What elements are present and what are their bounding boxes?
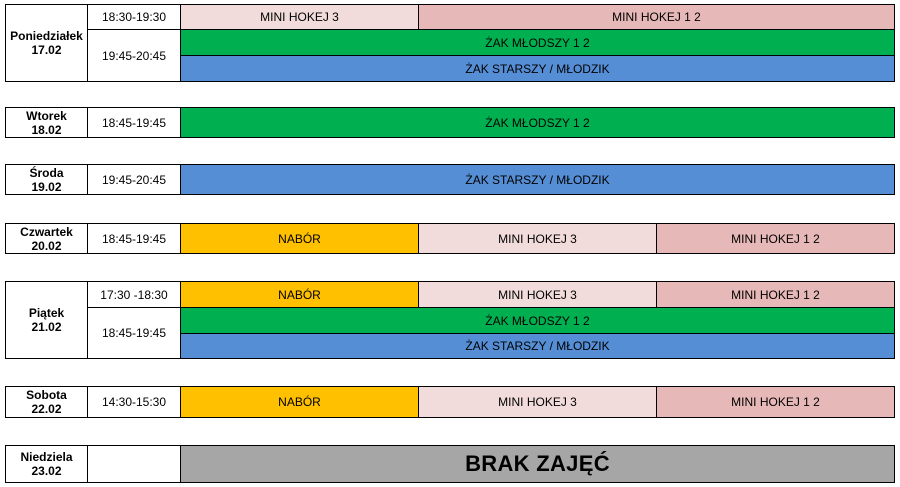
day-label: Wtorek 18.02 (5, 107, 88, 138)
time-slot: 17:30 -18:30 (87, 281, 181, 308)
day-label: Poniedziałek 17.02 (5, 4, 88, 82)
group-nabor: NABÓR (180, 281, 419, 308)
group-zak-mlodszy: ŻAK MŁODSZY 1 2 (180, 307, 895, 334)
group-mini-hokej-1-2: MINI HOKEJ 1 2 (656, 223, 895, 254)
group-zak-starszy: ŻAK STARSZY / MŁODZIK (180, 333, 895, 359)
day-date: 23.02 (31, 464, 62, 478)
group-zak-mlodszy: ŻAK MŁODSZY 1 2 (180, 29, 895, 56)
group-mini-hokej-3: MINI HOKEJ 3 (418, 223, 657, 254)
group-mini-hokej-1-2: MINI HOKEJ 1 2 (656, 386, 895, 418)
time-slot: 18:45-19:45 (87, 107, 181, 138)
day-name: Wtorek (26, 108, 67, 123)
day-label: Piątek 21.02 (5, 281, 88, 359)
day-date: 17.02 (31, 43, 62, 57)
schedule-tuesday: Wtorek 18.02 18:45-19:45 ŻAK MŁODSZY 1 2 (5, 107, 895, 138)
day-label: Niedziela 23.02 (5, 445, 88, 483)
time-slot: 19:45-20:45 (87, 29, 181, 82)
schedule-sunday: Niedziela 23.02 BRAK ZAJĘĆ (5, 445, 895, 483)
day-date: 19.02 (31, 179, 62, 194)
group-nabor: NABÓR (180, 386, 419, 418)
day-date: 22.02 (31, 402, 62, 416)
time-slot: 18:45-19:45 (87, 223, 181, 254)
group-zak-starszy: ŻAK STARSZY / MŁODZIK (180, 164, 895, 195)
group-mini-hokej-3: MINI HOKEJ 3 (418, 386, 657, 418)
day-name: Poniedziałek (10, 29, 83, 43)
day-date: 18.02 (31, 122, 62, 137)
day-date: 20.02 (31, 238, 62, 253)
day-name: Piątek (28, 306, 65, 320)
time-slot: 18:30-19:30 (87, 4, 181, 30)
group-nabor: NABÓR (180, 223, 419, 254)
time-slot: 19:45-20:45 (87, 164, 181, 195)
day-name: Czwartek (20, 224, 73, 239)
group-zak-starszy: ŻAK STARSZY / MŁODZIK (180, 55, 895, 82)
group-mini-hokej-3: MINI HOKEJ 3 (418, 281, 657, 308)
group-mini-hokej-1-2: MINI HOKEJ 1 2 (418, 4, 895, 30)
group-zak-mlodszy: ŻAK MŁODSZY 1 2 (180, 107, 895, 138)
day-name: Sobota (26, 388, 67, 402)
day-label: Środa 19.02 (5, 164, 88, 195)
day-name: Niedziela (20, 450, 73, 464)
day-date: 21.02 (31, 320, 62, 334)
time-slot: 18:45-19:45 (87, 307, 181, 359)
time-slot: 14:30-15:30 (87, 386, 181, 418)
schedule-saturday: Sobota 22.02 14:30-15:30 NABÓR MINI HOKE… (5, 386, 895, 418)
schedule-monday: Poniedziałek 17.02 18:30-19:30 19:45-20:… (5, 4, 895, 82)
schedule-friday: Piątek 21.02 17:30 -18:30 18:45-19:45 NA… (5, 281, 895, 359)
time-slot-empty (87, 445, 181, 483)
day-label: Sobota 22.02 (5, 386, 88, 418)
day-name: Środa (29, 165, 64, 180)
day-label: Czwartek 20.02 (5, 223, 88, 254)
schedule-wednesday: Środa 19.02 19:45-20:45 ŻAK STARSZY / MŁ… (5, 164, 895, 195)
no-classes-banner: BRAK ZAJĘĆ (180, 445, 895, 483)
group-mini-hokej-3: MINI HOKEJ 3 (180, 4, 419, 30)
group-mini-hokej-1-2: MINI HOKEJ 1 2 (656, 281, 895, 308)
schedule-thursday: Czwartek 20.02 18:45-19:45 NABÓR MINI HO… (5, 223, 895, 254)
